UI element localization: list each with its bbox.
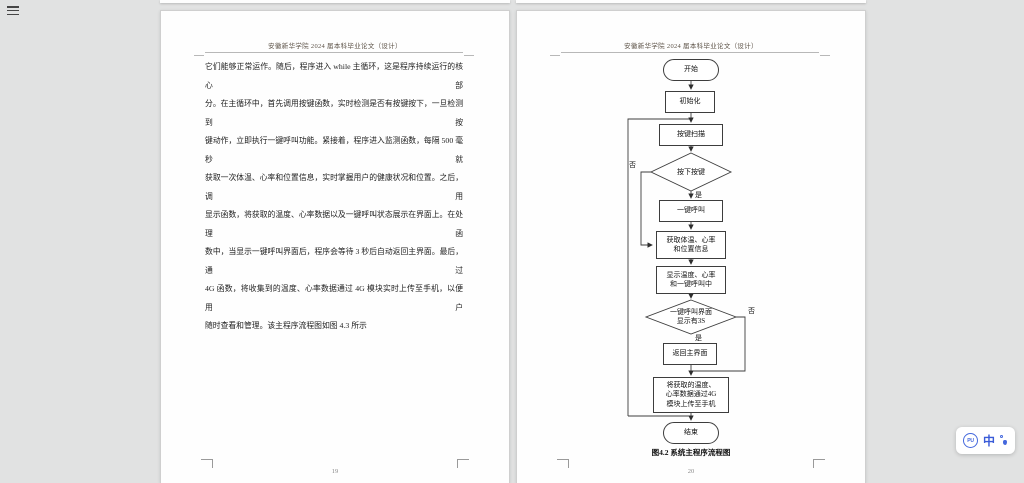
text-line: 随时查看和管理。该主程序流程图如图 4.3 所示 xyxy=(205,321,367,330)
node-text: 和一键呼叫中 xyxy=(670,280,712,288)
page-header: 安徽新华学院 2024 届本科毕业论文（设计） xyxy=(624,43,758,50)
figure-caption: 图4.2 系统主程序流程图 xyxy=(651,448,731,457)
margin-mark-bottom-left xyxy=(201,459,213,468)
header-rule xyxy=(194,52,474,56)
margin-mark-bottom-right xyxy=(813,459,825,468)
node-text: 一键呼叫界面 xyxy=(670,308,712,316)
body-paragraph: 它们能够正常运作。随后，程序进入 while 主循环，这是程序持续运行的核心部 … xyxy=(205,58,463,336)
flow-end-node: 结束 xyxy=(663,422,719,444)
flowchart-connectors xyxy=(627,81,746,421)
flow-display-node: 显示温度、心率 和一键呼叫中 xyxy=(656,266,726,294)
node-text: 心率数据通过4G xyxy=(665,390,717,399)
node-text: 模块上传至手机 xyxy=(666,399,716,408)
menu-icon[interactable] xyxy=(7,6,19,16)
flow-start-node: 开始 xyxy=(663,59,719,81)
margin-mark-bottom-right xyxy=(457,459,469,468)
flow-3s-decision: 一键呼叫界面 显示有3S xyxy=(646,300,736,334)
node-text: 将获取的温度、 xyxy=(666,380,716,389)
text-line: 数中，当显示一键呼叫界面后，程序会等待 3 秒后自动返回主界面。最后，通过 xyxy=(205,247,463,275)
translate-icon[interactable]: 中 xyxy=(982,433,995,448)
text-line: 获取一次体温、心率和位置信息，实时掌握用户的健康状况和位置。之后，调用 xyxy=(205,173,463,201)
page-header: 安徽新华学院 2024 届本科毕业论文（设计） xyxy=(268,43,402,50)
text-line: 键动作，立即执行一键呼叫功能。紧接着，程序进入监测函数，每隔 500 毫秒就 xyxy=(205,136,463,164)
text-line: 分。在主循环中，首先调用按键函数，实时检测是否有按键按下，一旦检测到按 xyxy=(205,99,463,127)
more-options-dots-icon[interactable] xyxy=(1000,434,1008,447)
flow-onekeycall-node: 一键呼叫 xyxy=(659,200,723,222)
flow-returnmain-node: 返回主界面 xyxy=(663,343,717,365)
branch-label-yes: 是 xyxy=(695,191,702,199)
flow-acquire-node: 获取体温、心率 和位置信息 xyxy=(656,231,726,259)
previous-page-edge-right xyxy=(516,0,866,3)
text-line: 4G 函数，将收集到的温度、心率数据通过 4G 模块实时上传至手机，以便用户 xyxy=(205,284,463,312)
page-number: 19 xyxy=(331,468,339,475)
previous-page-edge-left xyxy=(160,0,510,3)
flow-keypress-decision: 按下按键 xyxy=(677,167,705,176)
flow-init-node: 初始化 xyxy=(665,91,715,113)
branch-label-no: 否 xyxy=(748,307,755,315)
margin-mark-bottom-left xyxy=(557,459,569,468)
text-line: 它们能够正常运作。随后，程序进入 while 主循环，这是程序持续运行的核心部 xyxy=(205,62,463,90)
node-text: 获取体温、心率 xyxy=(666,235,716,244)
text-line: 显示函数，将获取的温度、心率数据以及一键呼叫状态展示在界面上。在处理函 xyxy=(205,210,463,238)
node-text: 和位置信息 xyxy=(673,245,709,253)
page-right[interactable]: 安徽新华学院 2024 届本科毕业论文（设计） xyxy=(516,10,866,483)
node-text: 显示温度、心率 xyxy=(666,270,716,279)
translate-widget[interactable]: PU 中 xyxy=(956,427,1015,454)
header-rule xyxy=(550,52,830,56)
branch-label-no: 否 xyxy=(629,161,636,169)
flow-keyscan-node: 按键扫描 xyxy=(659,124,723,146)
node-text: 显示有3S xyxy=(676,317,706,325)
page-number: 20 xyxy=(687,468,695,475)
flow-upload-node: 将获取的温度、 心率数据通过4G 模块上传至手机 xyxy=(653,377,729,413)
page-left[interactable]: 安徽新华学院 2024 届本科毕业论文（设计） 它们能够正常运作。随后，程序进入… xyxy=(160,10,510,483)
branch-label-yes: 是 xyxy=(695,334,702,342)
plugin-logo-icon[interactable]: PU xyxy=(962,433,978,448)
plugin-logo-text: PU xyxy=(967,437,974,444)
